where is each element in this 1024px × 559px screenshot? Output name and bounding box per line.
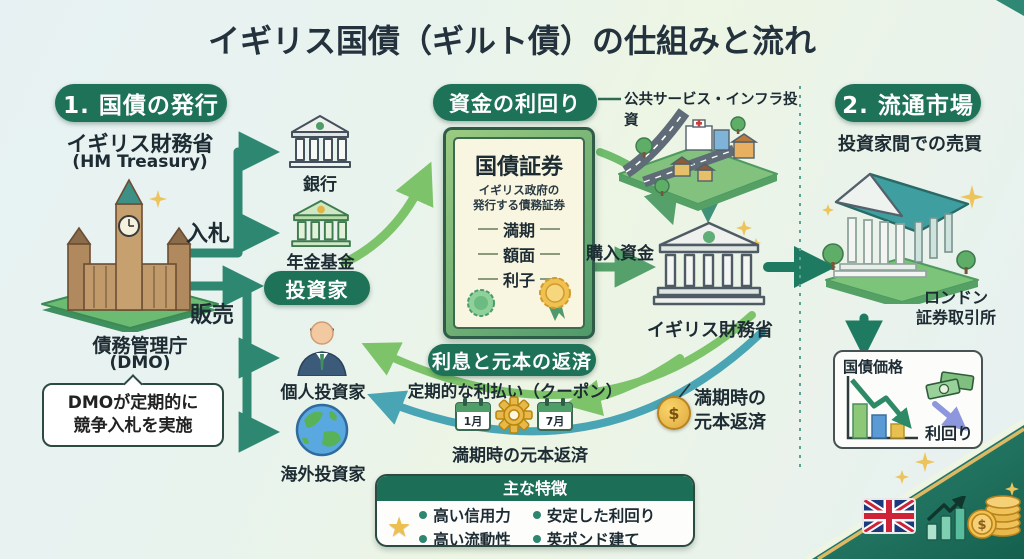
arrow-auction-to-bank <box>181 131 281 258</box>
feature-item: 高い信用力 <box>419 504 511 526</box>
issuer-name: イギリス財務省 <box>66 132 214 156</box>
certificate-item-face-value: 額面 <box>455 242 583 266</box>
certificate-subtitle: イギリス政府の 発行する債務証券 <box>473 183 565 212</box>
money-icon <box>925 371 975 400</box>
badge-investors: 投資家 <box>264 271 370 305</box>
page-title: イギリス国債（ギルト債）の仕組みと流れ <box>207 22 816 60</box>
agency-name-en: (DMO) <box>109 353 171 373</box>
bullet-icon <box>532 511 541 519</box>
falling-price-chart-icon <box>846 376 918 440</box>
coupon-schedule: 1月 7月 <box>454 396 574 434</box>
green-seal-icon <box>467 289 495 317</box>
svg-text:1月: 1月 <box>464 415 483 428</box>
bond-price-label: 国債価格 <box>843 358 904 376</box>
certificate-title: 国債証券 <box>474 155 563 180</box>
feature-item: 安定した利回り <box>532 504 655 526</box>
yield-label: 利回り <box>924 424 973 443</box>
pension-label: 年金基金 <box>286 253 355 273</box>
certificate-item-maturity: 満期 <box>455 217 583 241</box>
issuer-name-en: (HM Treasury) <box>72 152 208 172</box>
purchase-funds-label: 購入資金 <box>586 244 654 264</box>
bank-label: 銀行 <box>303 175 337 195</box>
sale-label: 販売 <box>189 303 234 328</box>
maturity-repayment-label: 満期時の元本返済 <box>452 446 588 466</box>
foreign-investor-label: 海外投資家 <box>280 465 366 485</box>
arrow-coupon-to-calendar <box>564 354 684 416</box>
badge-yield-of-funds: 資金の利回り <box>433 84 597 121</box>
treasury-label: イギリス財務省 <box>647 320 773 341</box>
badge-secondary-market: 2. 流通市場 <box>835 84 981 122</box>
city-infrastructure-illustration <box>618 108 778 211</box>
exchange-label: ロンドン 証券取引所 <box>915 288 996 327</box>
agency-name: 債務管理庁 <box>92 335 188 357</box>
gold-coins-icon: $ <box>967 495 1021 539</box>
coupon-label: 定期的な利払い（クーポン） <box>407 382 623 401</box>
secondary-subtitle: 投資家間での売買 <box>838 134 982 155</box>
corner-sliver-top-right <box>996 0 1024 16</box>
gold-rosette-icon <box>539 277 571 321</box>
bullet-icon <box>419 511 428 519</box>
star-icon: ★ <box>387 511 412 543</box>
infra-label: 公共サービス・インフラ投資 <box>624 92 798 129</box>
pension-fund-icon <box>291 199 351 248</box>
bond-certificate: 国債証券 イギリス政府の 発行する債務証券 満期 額面 利子 <box>443 127 595 339</box>
bullet-icon <box>532 535 541 543</box>
arrow-maturity-curve <box>367 328 766 436</box>
growth-chart-icon <box>926 496 967 541</box>
bank-icon <box>289 115 351 168</box>
features-box: 主な特徴 ★ 高い信用力 高い流動性 安定した利回り 英ポンド建て <box>375 474 695 547</box>
arrow-investors-to-certificate <box>341 161 434 267</box>
individual-investor-icon <box>297 321 347 376</box>
globe-icon <box>295 403 349 457</box>
badge-repayment: 利息と元本の返済 <box>428 344 596 376</box>
calendar-january-icon: 1月 <box>455 398 491 431</box>
calendar-july-icon: 7月 <box>537 398 573 431</box>
feature-item: 高い流動性 <box>419 528 511 545</box>
svg-text:$: $ <box>977 518 986 533</box>
maturity-coin-icon: $ <box>657 396 691 430</box>
feature-item: 英ポンド建て <box>532 528 656 545</box>
treasury-bank-icon <box>652 221 766 306</box>
badge-issuance: 1. 国債の発行 <box>55 84 227 122</box>
maturity-right-label: 満期時の 元本返済 <box>694 388 766 434</box>
svg-text:7月: 7月 <box>546 415 565 428</box>
uk-flag-icon <box>862 498 916 534</box>
westminster-illustration <box>41 178 219 332</box>
stock-exchange-illustration <box>822 172 979 304</box>
auction-label: 入札 <box>185 222 230 247</box>
price-yield-box: 国債価格 利回り <box>833 350 983 449</box>
features-header: 主な特徴 <box>377 476 693 501</box>
gear-icon <box>495 396 533 434</box>
individual-investor-label: 個人投資家 <box>280 383 366 403</box>
dmo-note-bubble: DMOが定期的に 競争入札を実施 <box>42 383 224 447</box>
yield-down-arrow-icon <box>932 401 968 431</box>
bullet-icon <box>419 535 428 543</box>
